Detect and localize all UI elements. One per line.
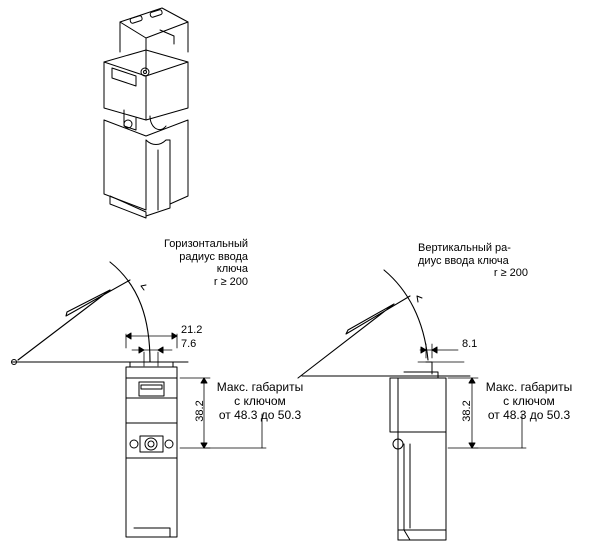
isometric-switch-view bbox=[103, 7, 189, 219]
left-dim-width: 21.2 bbox=[181, 324, 203, 336]
left-note-line-2: с ключом bbox=[234, 394, 286, 408]
right-note-line-3: от 48.3 до 50.3 bbox=[487, 408, 571, 422]
left-note-line-1: Макс. габариты bbox=[216, 380, 304, 394]
right-caption-line-3: r ≥ 200 bbox=[493, 267, 528, 279]
right-note-line-1: Макс. габариты bbox=[485, 380, 573, 394]
left-note: Макс. габариты с ключом от 48.3 до 50.3 bbox=[205, 380, 315, 422]
left-front-view bbox=[11, 261, 267, 538]
right-caption-line-1: Вертикальный ра- bbox=[418, 242, 511, 254]
left-caption-line-3: ключа bbox=[216, 263, 248, 275]
right-side-view bbox=[297, 269, 527, 541]
left-note-line-3: от 48.3 до 50.3 bbox=[218, 408, 302, 422]
left-caption: Горизонтальный радиус ввода ключа r ≥ 20… bbox=[128, 238, 248, 288]
right-dim-height: 38.2 bbox=[461, 400, 473, 422]
left-caption-line-2: радиус ввода bbox=[179, 250, 248, 263]
left-caption-line-4: r ≥ 200 bbox=[213, 275, 248, 288]
right-note: Макс. габариты с ключом от 48.3 до 50.3 bbox=[474, 380, 584, 422]
right-note-line-2: с ключом bbox=[503, 394, 555, 408]
right-caption-line-2: диус ввода ключа bbox=[418, 254, 509, 267]
right-caption: Вертикальный ра- диус ввода ключа r ≥ 20… bbox=[418, 242, 528, 280]
right-dim-offset: 8.1 bbox=[462, 338, 478, 350]
left-caption-line-1: Горизонтальный bbox=[163, 238, 248, 250]
left-dim-offset: 7.6 bbox=[181, 338, 197, 350]
